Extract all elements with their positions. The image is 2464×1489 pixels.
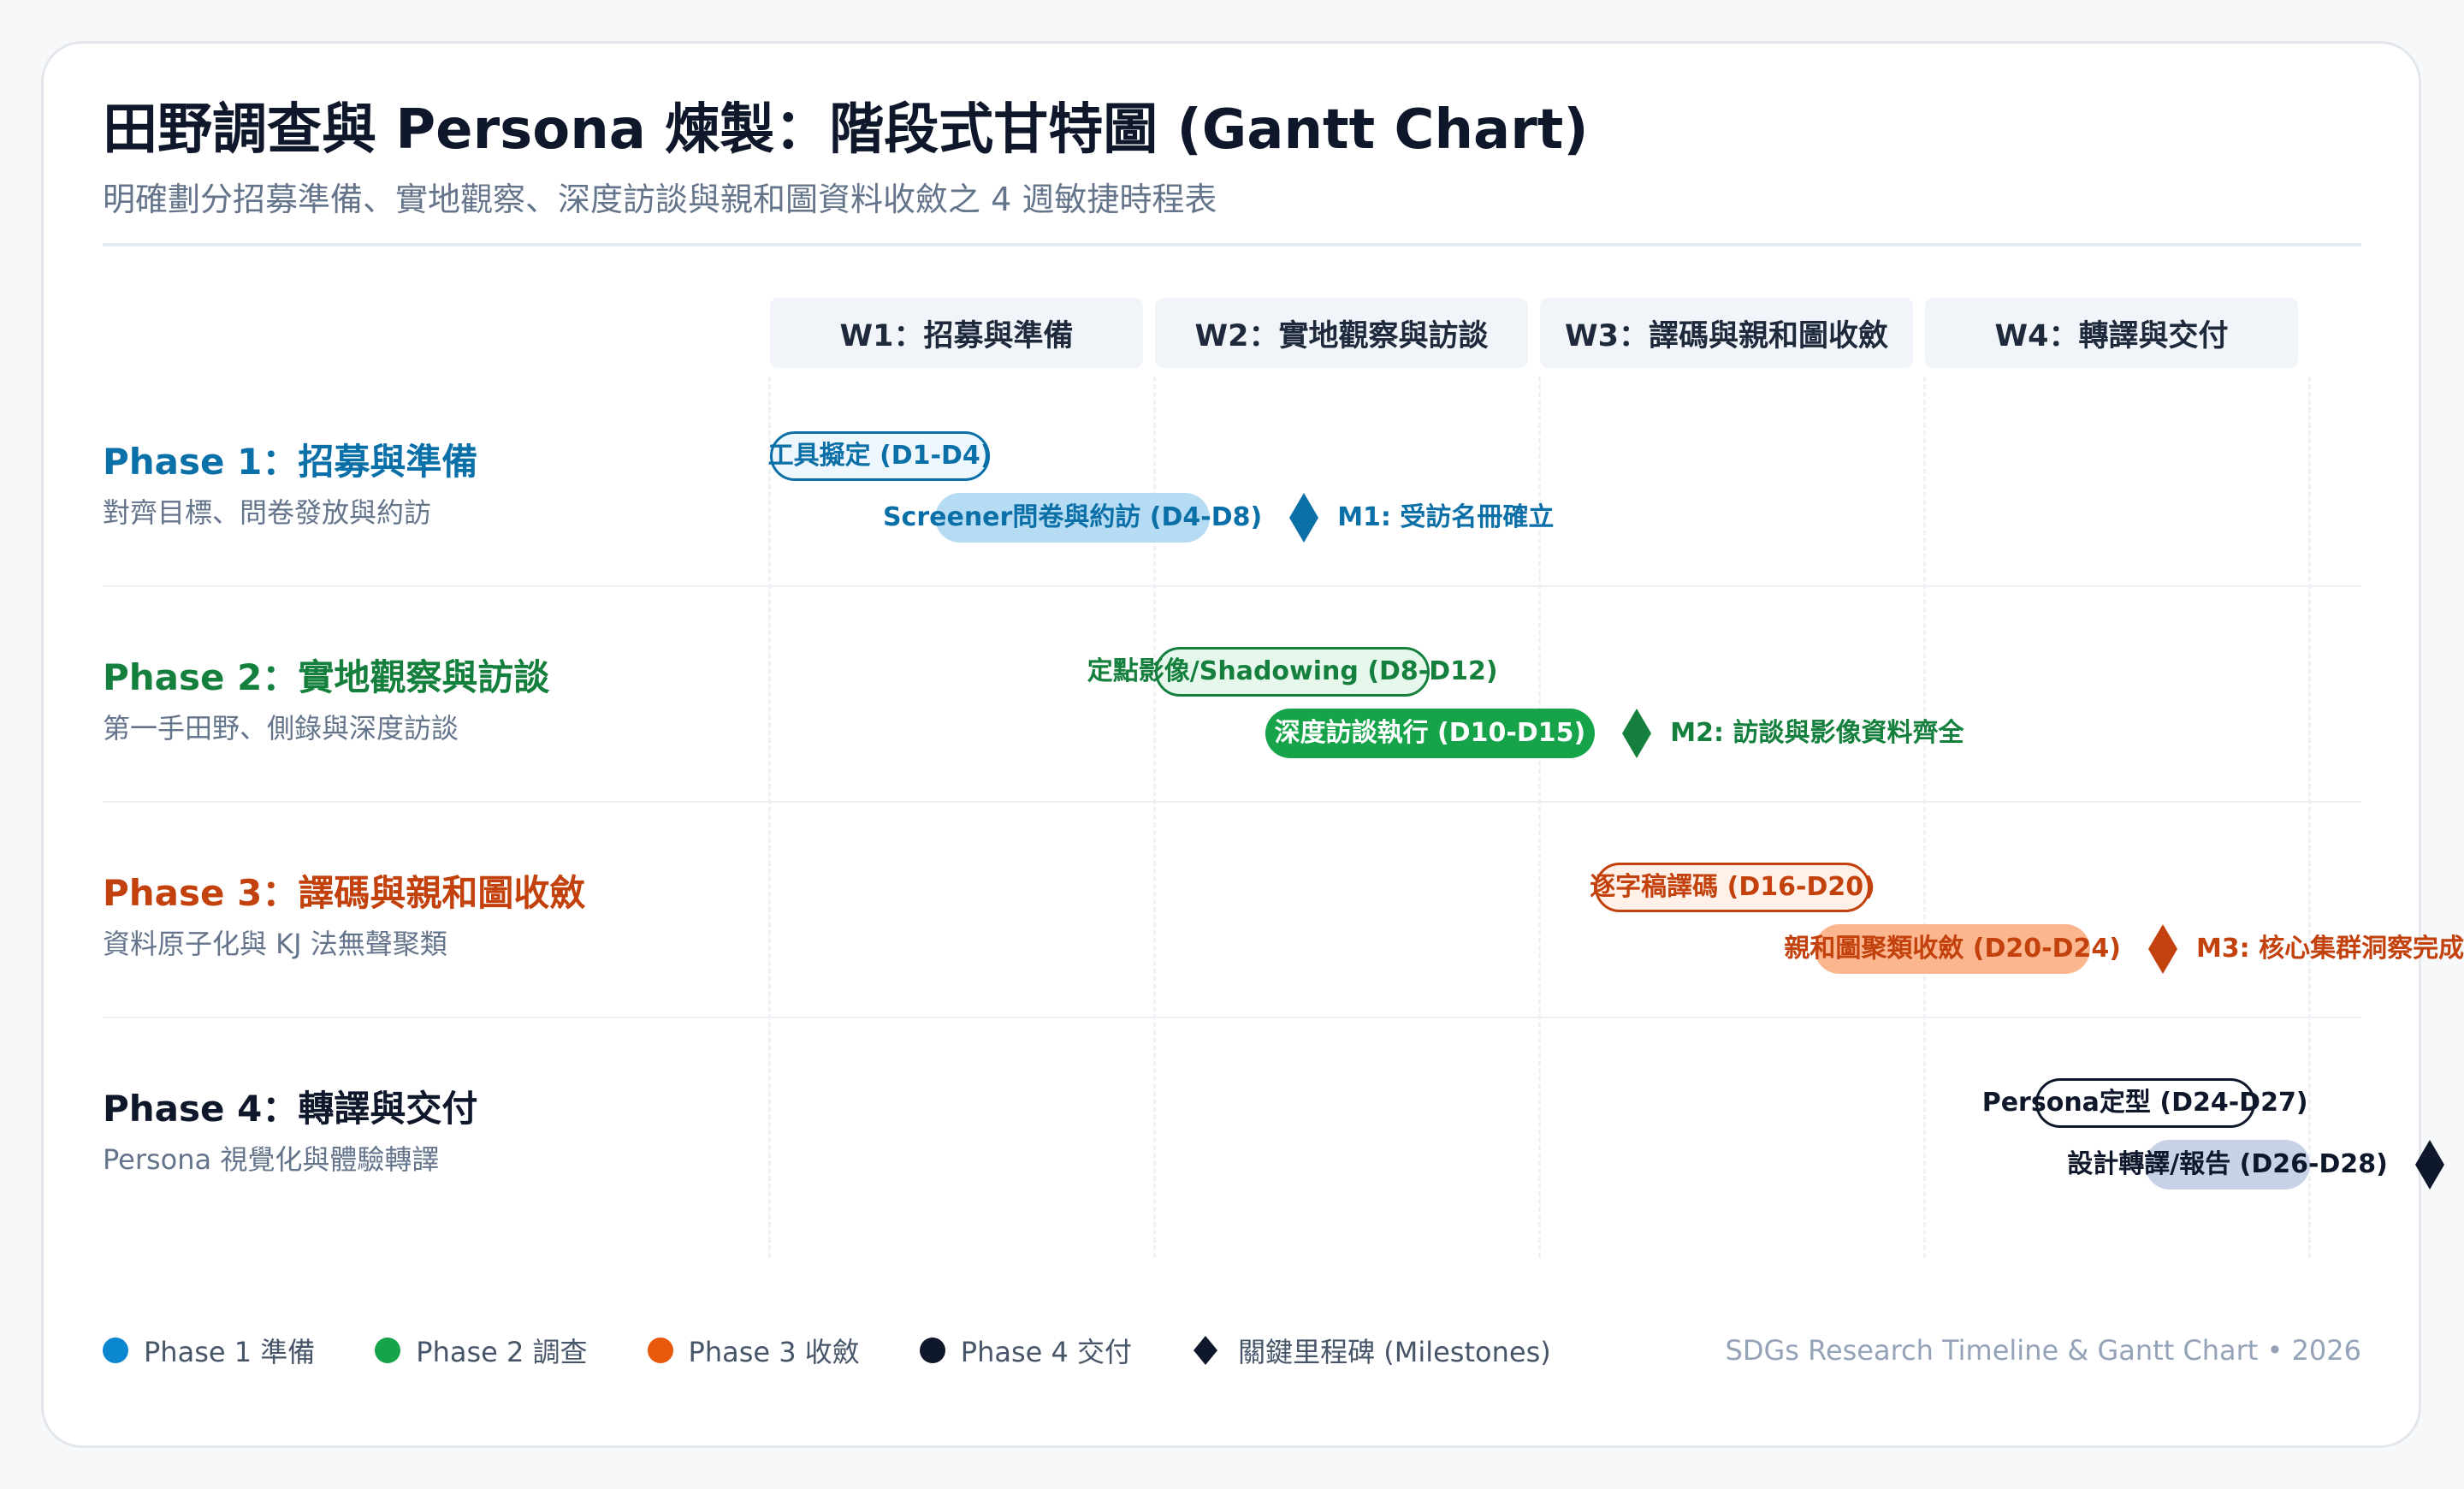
task-label: 深度訪談執行 (D10-D15)	[1274, 718, 1586, 748]
legend-label: 關鍵里程碑 (Milestones)	[1238, 1336, 1551, 1368]
legend: Phase 1 準備 Phase 2 調查 Phase 3 收斂 Phase 4 交付…	[103, 1326, 1611, 1374]
task-label: 設計轉譯/報告 (D26-D28)	[2067, 1149, 2388, 1179]
legend-dot-icon	[919, 1338, 945, 1363]
task-bar[interactable]	[934, 493, 1211, 543]
milestone-diamond-icon	[2147, 922, 2179, 976]
week-gridline	[1153, 377, 1156, 1258]
legend-dot-icon	[647, 1338, 673, 1363]
chart-title: 田野調查與 Persona 煉製：階段式甘特圖 (Gantt Chart)	[103, 98, 1589, 162]
legend-label: Phase 3 收斂	[688, 1336, 860, 1368]
task-label: 逐字稿譯碼 (D16-D20)	[1590, 872, 1875, 902]
week-header-4: W4：轉譯與交付	[1925, 298, 2298, 368]
legend-dot-icon	[103, 1338, 128, 1363]
week-header-2: W2：實地觀察與訪談	[1155, 298, 1528, 368]
task-bar[interactable]	[770, 431, 991, 481]
task-bar[interactable]	[2035, 1078, 2255, 1128]
chart-card	[41, 41, 2421, 1448]
week-gridline	[2308, 377, 2311, 1258]
legend-item: Phase 1 準備	[103, 1331, 315, 1370]
week-gridline	[1923, 377, 1926, 1258]
legend-diamond-icon	[1192, 1334, 1219, 1367]
phase-3-title: Phase 3：譯碼與親和圖收斂	[103, 872, 586, 914]
week-header-1: W1：招募與準備	[770, 298, 1143, 368]
legend-item: Phase 4 交付	[919, 1331, 1133, 1370]
week-gridline	[1538, 377, 1541, 1258]
row-divider	[103, 585, 2361, 587]
legend-label: Phase 4 交付	[960, 1336, 1133, 1368]
task-label: 定點影像/Shadowing (D8-D12)	[1087, 656, 1498, 686]
footer-credit: SDGs Research Timeline & Gantt Chart • 2…	[1725, 1334, 2361, 1367]
task-bar[interactable]	[1155, 647, 1430, 697]
legend-label: Phase 2 調查	[416, 1336, 588, 1368]
legend-dot-icon	[375, 1338, 401, 1363]
milestone-label: M3: 核心集群洞察完成	[2195, 934, 2464, 964]
phase-3-subtitle: 資料原子化與 KJ 法無聲聚類	[103, 928, 447, 960]
phase-1-subtitle: 對齊目標、問卷發放與約訪	[103, 496, 432, 529]
milestone-diamond-icon	[1288, 491, 1320, 544]
week-header-3: W3：譯碼與親和圖收斂	[1540, 298, 1913, 368]
task-label: Screener問卷與約訪 (D4-D8)	[882, 502, 1263, 532]
phase-2-title: Phase 2：實地觀察與訪談	[103, 656, 550, 698]
row-divider	[103, 801, 2361, 803]
week-gridline	[768, 377, 771, 1258]
phase-4-title: Phase 4：轉譯與交付	[103, 1088, 478, 1130]
task-bar[interactable]	[1265, 709, 1596, 758]
chart-subtitle: 明確劃分招募準備、實地觀察、深度訪談與親和圖資料收斂之 4 週敏捷時程表	[103, 181, 1217, 218]
legend-item: 關鍵里程碑 (Milestones)	[1192, 1331, 1551, 1370]
task-label: 親和圖聚類收斂 (D20-D24)	[1784, 934, 2121, 964]
milestone-diamond-icon	[1620, 707, 1653, 760]
task-bar[interactable]	[2145, 1140, 2310, 1189]
milestone-diamond-icon	[2414, 1138, 2446, 1191]
milestone-label: M2: 訪談與影像資料齊全	[1670, 718, 1964, 748]
legend-label: Phase 1 準備	[144, 1336, 316, 1368]
milestone-label: M1: 受訪名冊確立	[1337, 502, 1555, 532]
task-label: 工具擬定 (D1-D4)	[767, 441, 992, 471]
milestone-label: M4: 結案	[2463, 1140, 2464, 1189]
header-divider	[103, 243, 2361, 246]
task-bar[interactable]	[1815, 924, 2090, 974]
phase-1-title: Phase 1：招募與準備	[103, 441, 478, 483]
task-label: Persona定型 (D24-D27)	[1981, 1088, 2308, 1118]
row-divider	[103, 1017, 2361, 1018]
phase-2-subtitle: 第一手田野、側錄與深度訪談	[103, 712, 459, 744]
task-bar[interactable]	[1595, 863, 1870, 912]
legend-item: Phase 2 調查	[375, 1331, 588, 1370]
legend-item: Phase 3 收斂	[647, 1331, 860, 1370]
phase-4-subtitle: Persona 視覺化與體驗轉譯	[103, 1143, 440, 1176]
